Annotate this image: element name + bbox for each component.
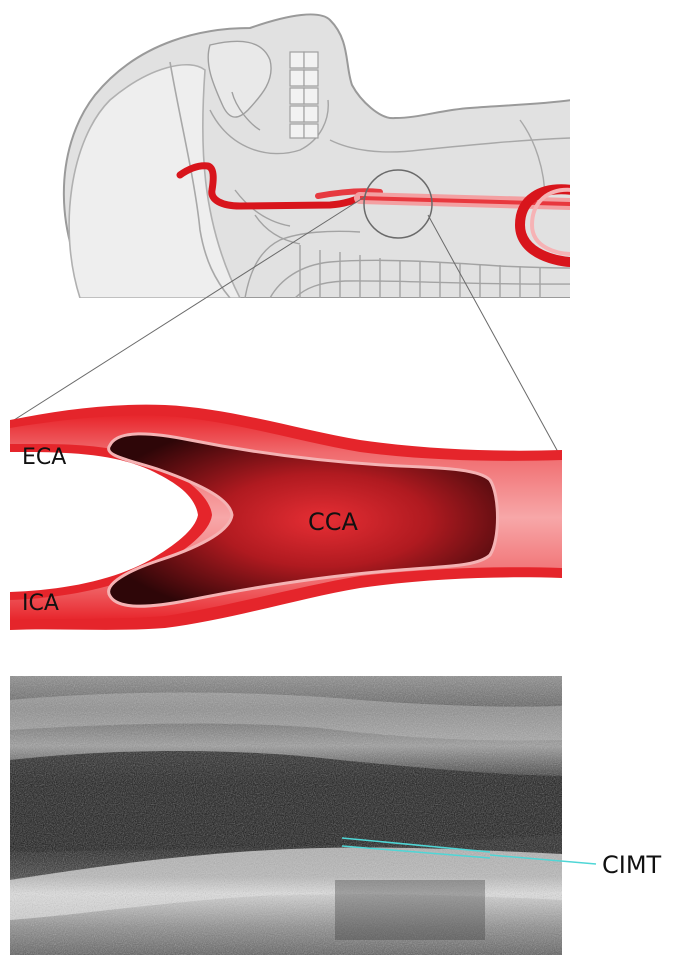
head-neck-anatomy [64, 14, 572, 298]
label-cca: CCA [308, 508, 359, 536]
label-cimt: CIMT [602, 851, 662, 879]
carotid-ultrasound [10, 676, 562, 955]
label-eca: ECA [22, 445, 66, 470]
carotid-bifurcation: ECA ICA CCA [10, 405, 562, 630]
label-ica: ICA [22, 591, 59, 616]
teeth [290, 52, 318, 138]
